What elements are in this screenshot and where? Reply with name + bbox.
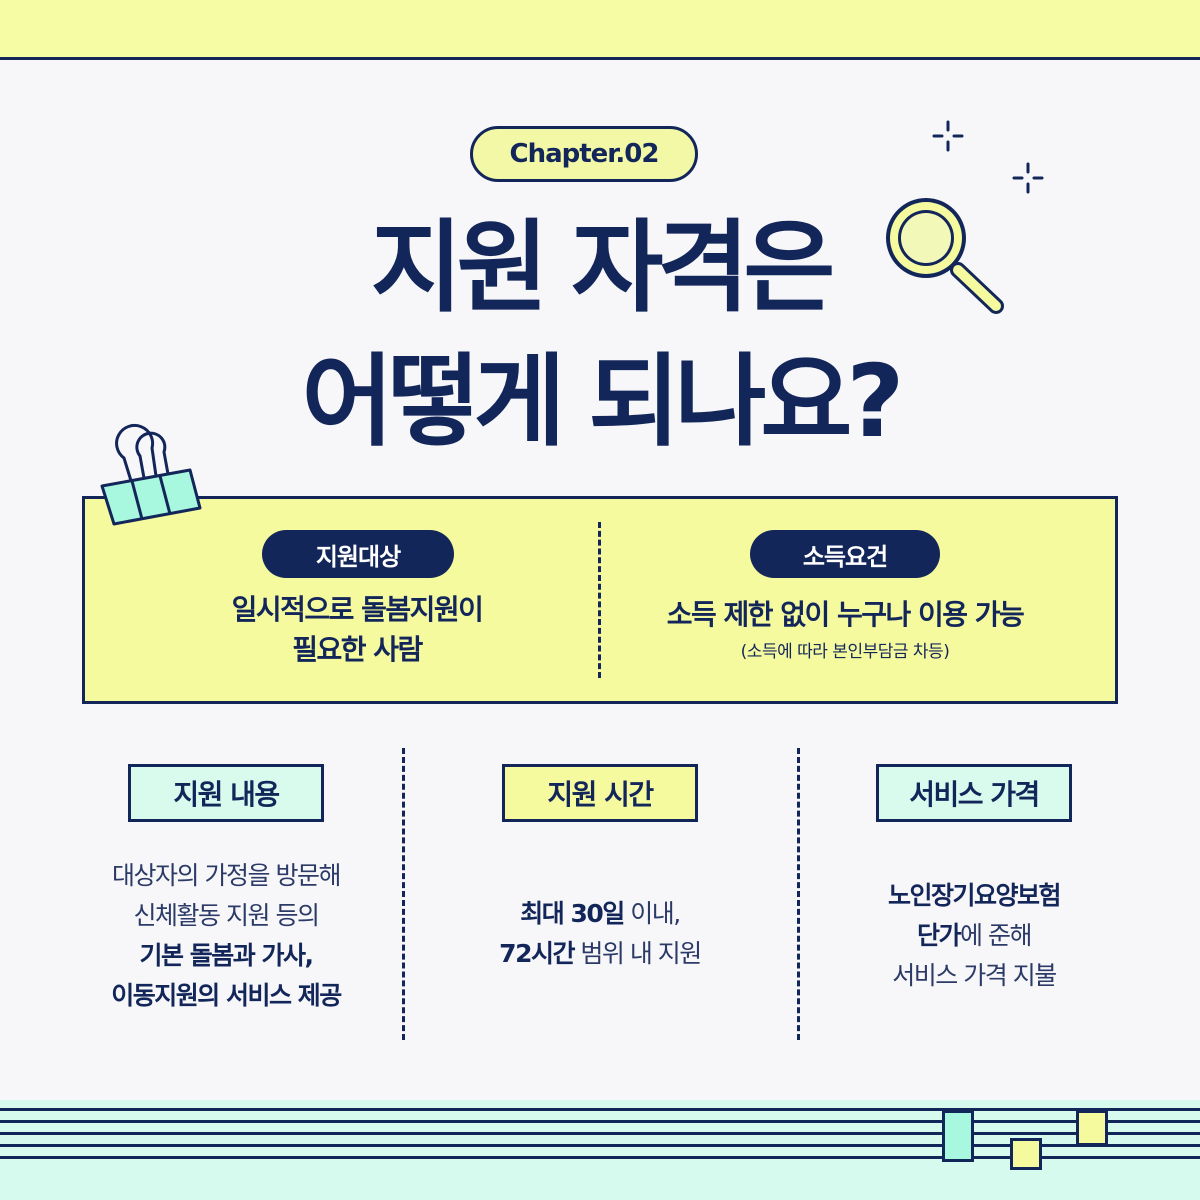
magnifier-icon [886, 198, 1004, 314]
support-target-line-2: 필요한 사람 [292, 633, 423, 666]
support-content-line-2: 신체활동 지원 등의 [133, 901, 320, 930]
bottom-stripe [0, 1144, 1200, 1147]
headline-line-1: 지원 자격은 [370, 209, 836, 326]
column-divider [797, 748, 800, 1040]
income-requirement-note: (소득에 따라 본인부담금 차등) [740, 642, 950, 662]
support-time-rest-2: 범위 내 지원 [573, 939, 702, 968]
service-price-bold-2: 단가 [917, 921, 962, 950]
service-price-text: 노인장기요양보험 단가에 준해 서비스 가격 지불 [818, 876, 1130, 996]
support-time-text: 최대 30일 이내, 72시간 범위 내 지원 [444, 894, 756, 974]
deco-block [1076, 1110, 1108, 1146]
column-divider [402, 748, 405, 1040]
top-band [0, 0, 1200, 60]
support-content-label: 지원 내용 [128, 764, 324, 822]
deco-block [1010, 1138, 1042, 1170]
support-content-text: 대상자의 가정을 방문해 신체활동 지원 등의 기본 돌봄과 가사, 이동지원의… [70, 856, 382, 1016]
service-price-rest-2: 에 준해 [960, 921, 1032, 950]
support-time-bold-1: 최대 30일 [520, 899, 625, 928]
support-target-line-1: 일시적으로 돌봄지원이 [231, 593, 484, 626]
headline-line-2: 어떻게 되나요? [301, 343, 905, 460]
income-requirement-text: 소득 제한 없이 누구나 이용 가능 [666, 598, 1025, 631]
bottom-stripe [0, 1108, 1200, 1111]
deco-block [942, 1110, 974, 1162]
income-requirement-badge: 소득요건 [750, 530, 940, 578]
bottom-stripe [0, 1132, 1200, 1135]
sparkle-icon [1012, 162, 1044, 194]
binder-clip-icon [100, 423, 202, 526]
support-time-rest-1: 이내, [623, 899, 681, 928]
service-price-line-3: 서비스 가격 지불 [892, 961, 1057, 990]
support-content-line-4: 이동지원의 서비스 제공 [111, 981, 342, 1010]
bottom-stripe [0, 1120, 1200, 1123]
support-target-text: 일시적으로 돌봄지원이 필요한 사람 [132, 590, 582, 670]
support-content-line-3: 기본 돌봄과 가사, [139, 941, 314, 970]
chapter-badge: Chapter.02 [470, 126, 698, 182]
sparkle-icon [932, 120, 964, 152]
support-time-bold-2: 72시간 [499, 939, 575, 968]
service-price-line-1: 노인장기요양보험 [887, 881, 1062, 910]
support-time-label: 지원 시간 [502, 764, 698, 822]
support-target-badge: 지원대상 [262, 530, 454, 578]
support-content-line-1: 대상자의 가정을 방문해 [112, 861, 341, 890]
bottom-stripe [0, 1156, 1200, 1159]
panel-divider [598, 522, 601, 678]
bottom-band [0, 1100, 1200, 1200]
service-price-label: 서비스 가격 [876, 764, 1072, 822]
